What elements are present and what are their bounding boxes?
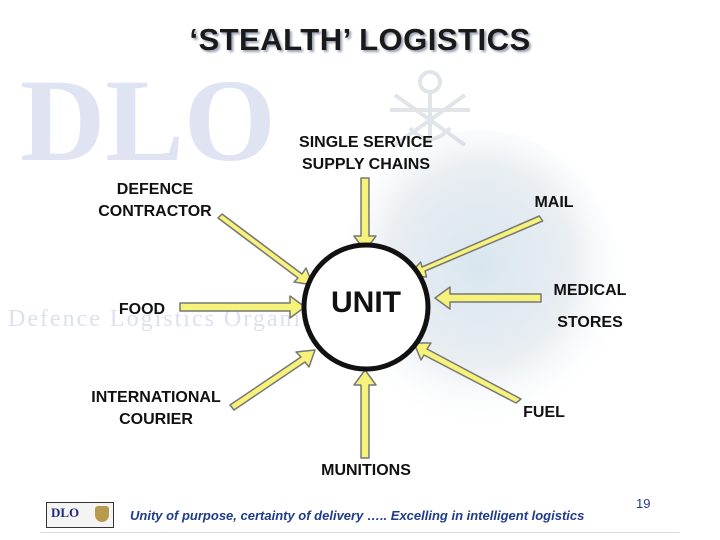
crest-icon — [390, 70, 470, 147]
logo-text: DLO — [51, 505, 80, 520]
label-single-service-supply-chains: SINGLE SERVICE SUPPLY CHAINS — [299, 134, 433, 173]
label-international-courier: INTERNATIONAL COURIER — [91, 389, 221, 428]
label-defence-contractor: DEFENCE CONTRACTOR — [98, 181, 212, 220]
label-medical: MEDICAL — [553, 282, 627, 299]
footer-tagline: Unity of purpose, certainty of delivery … — [130, 508, 585, 523]
arrow-international-courier — [229, 349, 316, 411]
page-title: ‘STEALTH’ LOGISTICS — [189, 22, 531, 57]
unit-label: UNIT — [331, 286, 401, 319]
page-number: 19 — [636, 496, 651, 511]
label-stores: STORES — [557, 314, 623, 331]
arrow-food — [179, 295, 306, 319]
arrow-defence-contractor — [217, 213, 314, 286]
footer-divider — [40, 532, 680, 533]
arrow-medical — [434, 286, 542, 310]
crest-badge-icon — [95, 506, 109, 522]
label-munitions: MUNITIONS — [321, 462, 411, 479]
watermark-letters: DLO — [20, 55, 276, 186]
dlo-logo: DLO — [46, 502, 114, 528]
label-fuel: FUEL — [523, 404, 565, 421]
label-mail: MAIL — [534, 194, 574, 211]
label-food: FOOD — [118, 301, 166, 318]
dlo-watermark: DLO Defence Logistics Organisation — [8, 55, 620, 430]
arrow-fuel — [413, 342, 522, 404]
unit-circle — [301, 242, 431, 372]
arrow-munitions — [353, 369, 377, 459]
